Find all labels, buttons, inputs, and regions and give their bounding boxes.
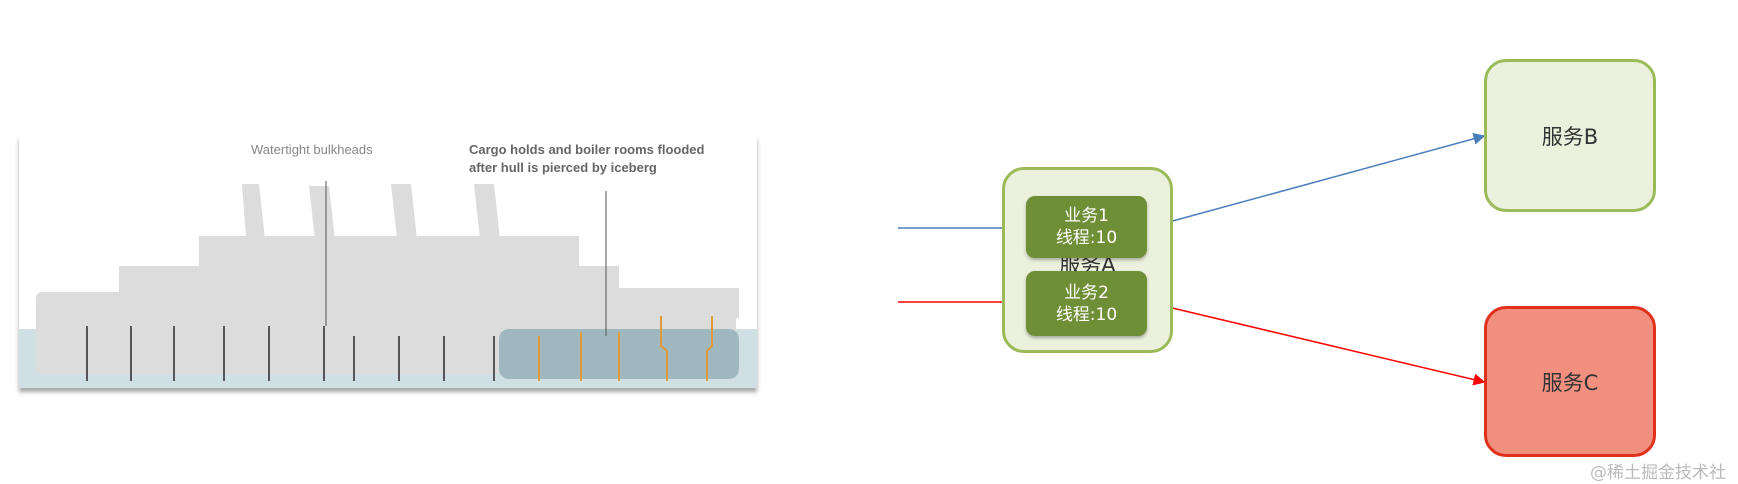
service-b-box: 服务B <box>1484 59 1656 212</box>
task2-name: 业务2 <box>1064 282 1109 303</box>
arrow-to-service-b <box>1146 132 1486 229</box>
task1-name: 业务1 <box>1064 206 1109 226</box>
flooded-bulkheads <box>538 316 713 381</box>
ship-illustration <box>19 181 757 388</box>
bulkheads-label: Watertight bulkheads <box>251 142 373 157</box>
service-b-label: 服务B <box>1541 124 1599 149</box>
flooded-label-line2: after hull is pierced by iceberg <box>469 160 657 175</box>
task2-box: 业务2 线程:10 <box>1026 271 1147 336</box>
flooded-label-line1: Cargo holds and boiler rooms flooded <box>469 142 705 157</box>
ship-hull <box>36 184 739 374</box>
ship-figure: Watertight bulkheads Cargo holds and boi… <box>19 136 757 388</box>
service-c-label: 服务C <box>1541 370 1599 395</box>
task2-threads: 线程:10 <box>1055 304 1118 325</box>
bulkheads <box>86 326 495 381</box>
task1-threads: 线程:10 <box>1055 228 1118 248</box>
arrow-to-service-c <box>1146 301 1486 386</box>
watermark: @稀土掘金技术社区 <box>1590 463 1726 483</box>
service-c-box: 服务C <box>1484 306 1656 457</box>
task1-box: 业务1 线程:10 <box>1026 196 1147 258</box>
